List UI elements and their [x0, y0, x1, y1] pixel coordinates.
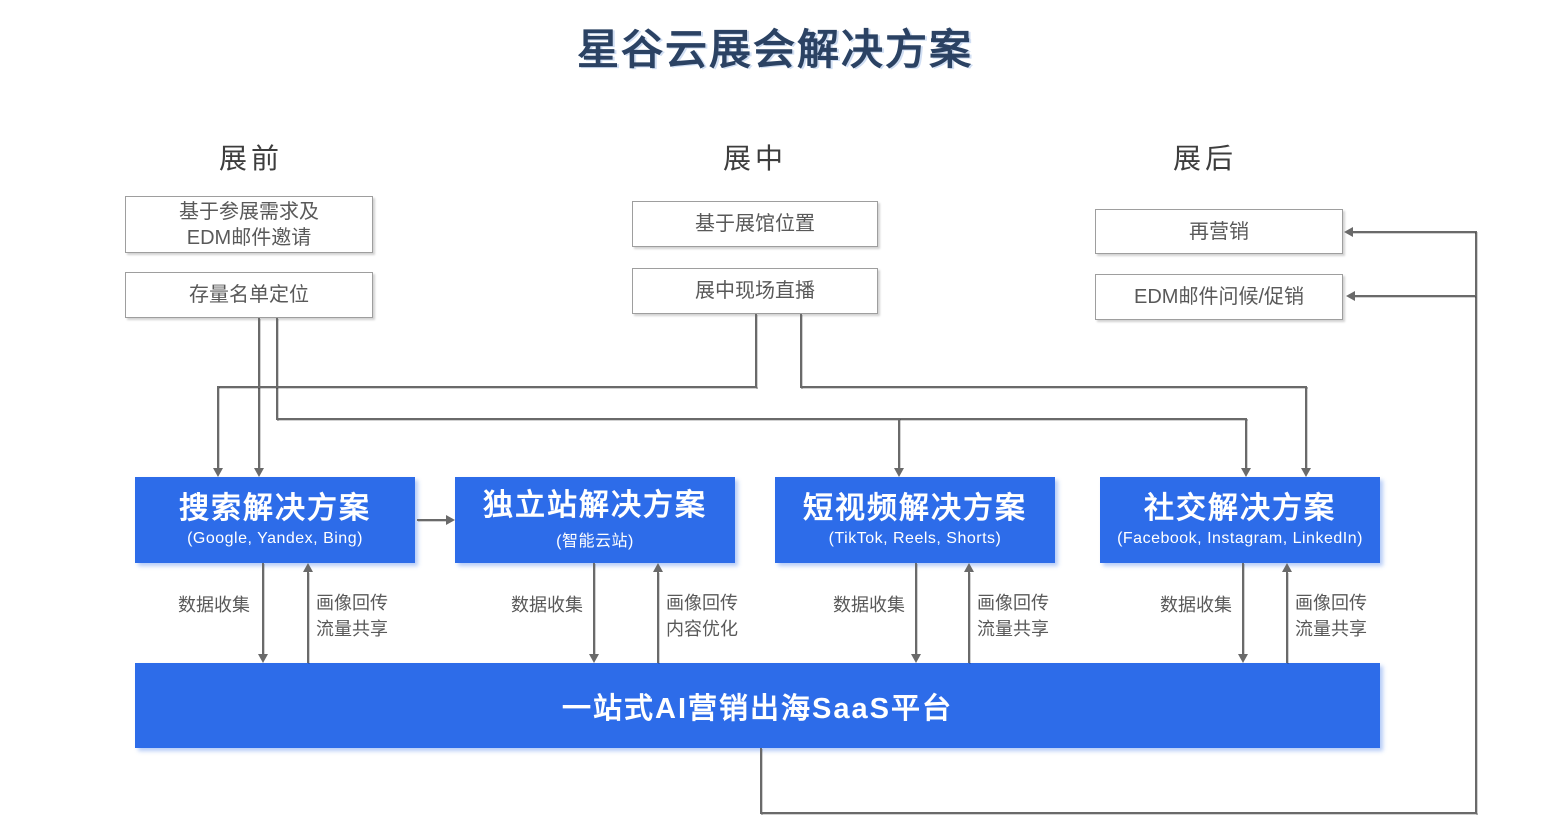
- box-remarketing: 再营销: [1095, 209, 1343, 254]
- solution-social: 社交解决方案 (Facebook, Instagram, LinkedIn): [1100, 477, 1380, 563]
- solution-search: 搜索解决方案 (Google, Yandex, Bing): [135, 477, 415, 563]
- line-platform-up-to-search: [307, 572, 309, 663]
- solution-short-video-title: 短视频解决方案: [803, 492, 1027, 526]
- label-profile-return-2-line1: 画像回传: [666, 593, 738, 613]
- line-search-to-website: [417, 519, 447, 521]
- solution-short-video-subtitle: (TikTok, Reels, Shorts): [828, 529, 1002, 547]
- box-edm-invite-line2: EDM邮件邀请: [186, 226, 312, 249]
- box-venue-location-label: 基于展馆位置: [695, 213, 815, 235]
- box-venue-location: 基于展馆位置: [632, 201, 878, 247]
- box-live-stream-label: 展中现场直播: [695, 280, 815, 302]
- arrowhead-into-website: [446, 515, 455, 525]
- box-live-stream: 展中现场直播: [632, 268, 878, 314]
- line-feedback-to-remarketing: [1352, 231, 1475, 233]
- arrowhead-into-edm-greeting: [1346, 291, 1355, 301]
- solution-website-subtitle: (智能云站): [556, 532, 634, 550]
- line-feedback-to-edm-greeting: [1354, 295, 1475, 297]
- bus-line-livestream-left: [217, 386, 757, 388]
- label-data-collect-3: 数据收集: [833, 595, 905, 615]
- phase-label-post-show: 展后: [1172, 143, 1237, 174]
- solution-search-title: 搜索解决方案: [179, 492, 371, 526]
- arrowhead-platform-to-short-video: [964, 563, 974, 572]
- arrowhead-platform-to-search: [303, 563, 313, 572]
- box-edm-greeting-label: EDM邮件问候/促销: [1134, 286, 1304, 308]
- arrowhead-into-short-video: [894, 468, 904, 477]
- line-platform-up-to-website: [657, 572, 659, 663]
- arrowhead-into-search-1: [254, 468, 264, 477]
- label-profile-return-1-line2: 流量共享: [316, 619, 388, 640]
- line-feedback-right: [1475, 231, 1477, 814]
- bus-line-existing-list: [276, 418, 1247, 420]
- label-profile-return-3-line1: 画像回传: [977, 593, 1049, 613]
- label-data-collect-1: 数据收集: [178, 595, 250, 615]
- arrowhead-platform-to-website: [653, 563, 663, 572]
- solution-website: 独立站解决方案 (智能云站): [455, 477, 735, 563]
- label-profile-return-4-line1: 画像回传: [1295, 593, 1367, 613]
- line-platform-feedback-stub: [760, 748, 762, 814]
- line-search-data-down: [262, 563, 264, 655]
- arrowhead-into-social-2: [1241, 468, 1251, 477]
- saas-platform-label: 一站式AI营销出海SaaS平台: [562, 692, 953, 725]
- phase-label-mid-show: 展中: [722, 143, 787, 174]
- label-profile-return-1-line1: 画像回传: [316, 593, 388, 613]
- solution-social-title: 社交解决方案: [1144, 492, 1336, 526]
- line-busB-to-social: [1245, 418, 1247, 470]
- label-profile-return-1: 画像回传 流量共享: [316, 590, 426, 642]
- solution-social-subtitle: (Facebook, Instagram, LinkedIn): [1117, 529, 1363, 547]
- label-profile-return-3-line2: 流量共享: [977, 619, 1049, 640]
- label-profile-return-4-line2: 流量共享: [1295, 619, 1367, 640]
- label-profile-return-3: 画像回传 流量共享: [977, 590, 1087, 642]
- arrowhead-website-to-platform: [589, 654, 599, 663]
- label-data-collect-4: 数据收集: [1160, 595, 1232, 615]
- solution-website-title: 独立站解决方案: [483, 489, 707, 523]
- arrowhead-search-to-platform: [258, 654, 268, 663]
- box-existing-list-label: 存量名单定位: [189, 284, 309, 306]
- box-edm-invite-line1: 基于参展需求及: [179, 200, 319, 223]
- label-profile-return-2: 画像回传 内容优化: [666, 590, 776, 642]
- line-busA2-to-social: [1305, 386, 1307, 470]
- arrowhead-into-remarketing: [1344, 227, 1353, 237]
- box-edm-invite: 基于参展需求及 EDM邮件邀请: [125, 196, 373, 253]
- solution-short-video: 短视频解决方案 (TikTok, Reels, Shorts): [775, 477, 1055, 563]
- line-social-data-down: [1242, 563, 1244, 655]
- arrowhead-into-search-2: [213, 468, 223, 477]
- line-feedback-bottom: [760, 812, 1477, 814]
- line-existing-list-to-search: [258, 318, 260, 470]
- label-profile-return-4: 画像回传 流量共享: [1295, 590, 1405, 642]
- arrowhead-social-to-platform: [1238, 654, 1248, 663]
- page-title: 星谷云展会解决方案: [576, 26, 973, 73]
- line-livestream-to-busA: [755, 314, 757, 388]
- arrowhead-into-social-1: [1301, 468, 1311, 477]
- line-platform-up-to-social: [1286, 572, 1288, 663]
- solution-search-subtitle: (Google, Yandex, Bing): [187, 529, 363, 547]
- box-remarketing-label: 再营销: [1189, 220, 1249, 243]
- phase-label-pre-show: 展前: [218, 143, 283, 174]
- label-data-collect-2: 数据收集: [511, 595, 583, 615]
- box-existing-list: 存量名单定位: [125, 272, 373, 318]
- bus-line-livestream-right: [800, 386, 1307, 388]
- line-busA-to-search: [217, 386, 219, 470]
- saas-platform-bar: 一站式AI营销出海SaaS平台: [135, 663, 1380, 748]
- line-existing-list-to-busB: [276, 318, 278, 420]
- arrowhead-platform-to-social: [1282, 563, 1292, 572]
- line-platform-up-to-short-video: [968, 572, 970, 663]
- line-website-data-down: [593, 563, 595, 655]
- line-short-video-data-down: [915, 563, 917, 655]
- box-edm-greeting: EDM邮件问候/促销: [1095, 274, 1343, 320]
- line-busB-to-short-video: [898, 418, 900, 470]
- label-profile-return-2-line2: 内容优化: [666, 619, 738, 640]
- arrowhead-short-video-to-platform: [911, 654, 921, 663]
- line-livestream-to-busA2: [800, 314, 802, 388]
